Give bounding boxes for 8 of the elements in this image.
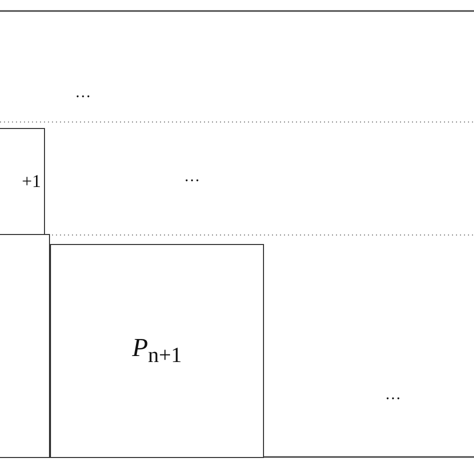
item-rectangle	[50, 244, 264, 458]
ellipsis-text: …	[385, 386, 401, 404]
ellipsis-text: …	[75, 84, 91, 102]
item-label: P$_{n+1}$	[132, 333, 182, 369]
item-label: +1	[22, 171, 41, 192]
item-rectangle	[0, 234, 50, 458]
item-rectangle	[0, 128, 45, 235]
ellipsis-text: …	[184, 168, 200, 186]
